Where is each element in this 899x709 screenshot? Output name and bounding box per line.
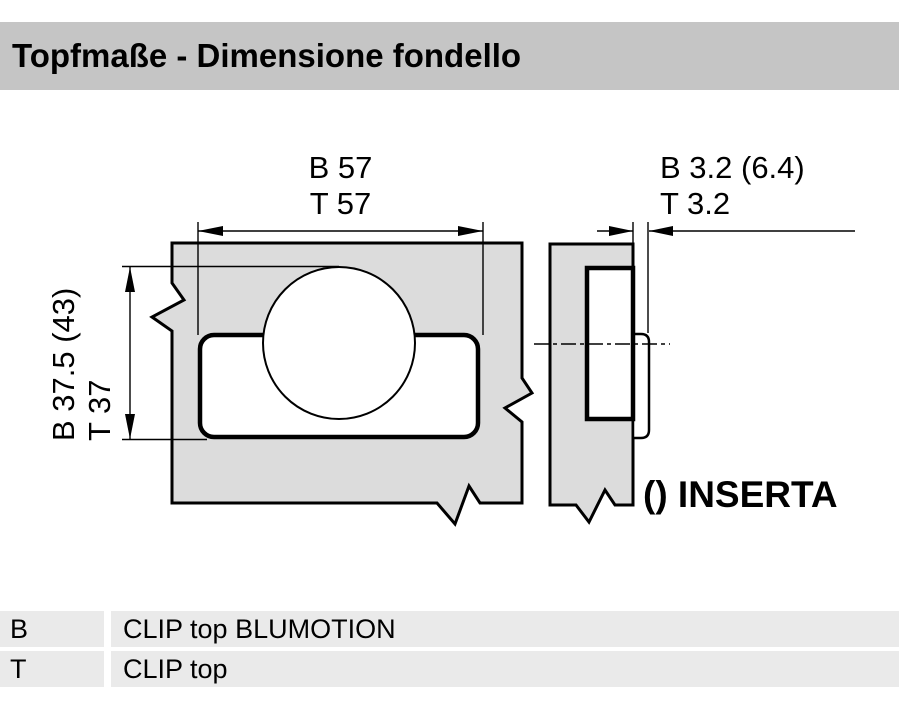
side-depth-line-t: T 3.2 (660, 186, 731, 221)
side-depth-line-b: B 3.2 (6.4) (660, 150, 805, 185)
legend-row-b: B CLIP top BLUMOTION (0, 611, 899, 647)
depth-arrow-left (649, 226, 673, 236)
height-arrow-up (125, 267, 135, 292)
legend-column-divider (104, 651, 111, 687)
legend-table: B CLIP top BLUMOTION T CLIP top (0, 611, 899, 691)
legend-key-t: T (0, 651, 104, 687)
cup-protrusion-tab (631, 332, 651, 440)
width-arrow-right (458, 226, 483, 236)
front-width-line-t: T 57 (309, 186, 372, 221)
width-arrow-left (198, 226, 223, 236)
legend-value-t: CLIP top (111, 651, 899, 687)
front-height-dimension-label: B 37.5 (43) T 37 (46, 288, 118, 441)
height-arrow-down (125, 414, 135, 439)
inserta-note: () INSERTA (643, 474, 838, 515)
section-header: Topfmaße - Dimensione fondello (0, 22, 899, 90)
depth-arrow-right (609, 226, 633, 236)
cup-hole (262, 266, 416, 420)
front-height-line-b: B 37.5 (43) (46, 287, 81, 441)
legend-column-divider (104, 611, 111, 647)
legend-key-b: B (0, 611, 104, 647)
side-depth-dimension-label: B 3.2 (6.4) T 3.2 (660, 150, 805, 222)
legend-row-t: T CLIP top (0, 651, 899, 687)
legend-value-b: CLIP top BLUMOTION (111, 611, 899, 647)
front-width-line-b: B 57 (308, 150, 373, 185)
section-title: Topfmaße - Dimensione fondello (12, 37, 522, 74)
front-width-dimension-label: B 57 T 57 (198, 150, 483, 222)
front-height-line-t: T 37 (82, 379, 117, 441)
